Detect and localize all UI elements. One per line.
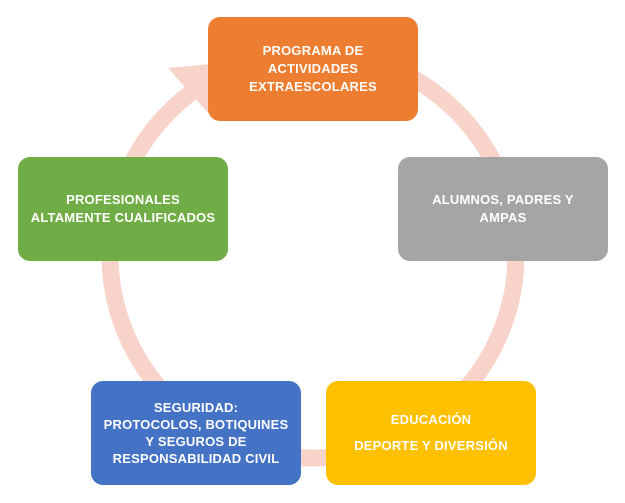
node-educacion-line-2: DEPORTE Y DIVERSIÓN xyxy=(354,438,508,453)
node-alumnos-line-1: ALUMNOS, PADRES Y xyxy=(432,192,574,207)
node-alumnos-padres: ALUMNOS, PADRES Y AMPAS xyxy=(398,157,608,261)
node-seguridad-line-3: Y SEGUROS DE xyxy=(145,434,247,449)
node-educacion: EDUCACIÓN DEPORTE Y DIVERSIÓN xyxy=(326,381,536,485)
node-seguridad-line-2: PROTOCOLOS, BOTIQUINES xyxy=(103,417,289,432)
node-profesionales-line-1: PROFESIONALES xyxy=(66,192,180,207)
node-profesionales: PROFESIONALES ALTAMENTE CUALIFICADOS xyxy=(18,157,228,261)
node-seguridad-line-1: SEGURIDAD: xyxy=(153,400,239,415)
node-programa-line-2: ACTIVIDADES xyxy=(267,61,359,76)
node-programa-line-3: EXTRAESCOLARES xyxy=(249,79,377,94)
node-alumnos-line-2: AMPAS xyxy=(479,210,527,225)
node-profesionales-line-2: ALTAMENTE CUALIFICADOS xyxy=(30,210,216,225)
node-programa-line-1: PROGRAMA DE xyxy=(262,43,364,58)
node-programa-actividades: PROGRAMA DE ACTIVIDADES EXTRAESCOLARES xyxy=(208,17,418,121)
node-educacion-line-1: EDUCACIÓN xyxy=(390,412,472,427)
node-seguridad-line-4: RESPONSABILIDAD CIVIL xyxy=(112,451,280,466)
node-seguridad: SEGURIDAD: PROTOCOLOS, BOTIQUINES Y SEGU… xyxy=(91,381,301,485)
